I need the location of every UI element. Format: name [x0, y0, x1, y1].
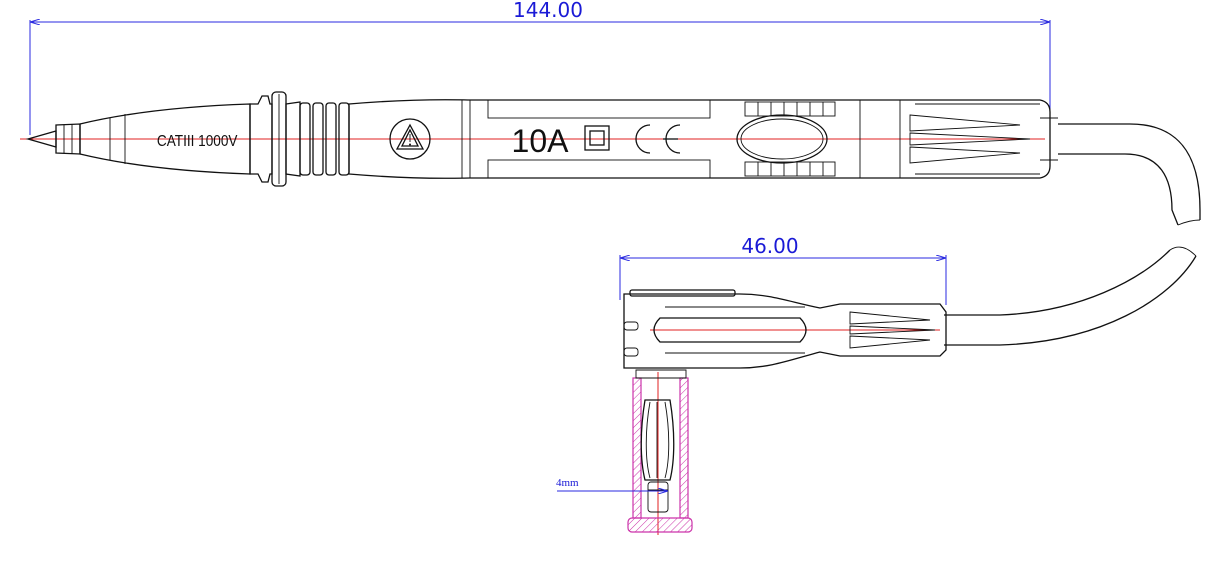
strain-relief-fins: [909, 103, 1040, 175]
overall-length-dimension: 144.00: [29, 0, 1051, 135]
probe-handle: [348, 99, 1051, 179]
socket-section: [627, 369, 693, 535]
right-angle-connector: 4mm: [556, 289, 947, 535]
double-square-icon: [584, 125, 610, 151]
ce-mark-text: CE: [0, 0, 2, 1]
warning-triangle-icon: [389, 118, 431, 160]
socket-diameter-label: 4mm: [556, 477, 579, 489]
connector-width-dimension: 46.00: [619, 234, 947, 305]
connector-width-label: 46.00: [741, 234, 798, 258]
spring-contact: [640, 399, 675, 481]
grip-slots: [487, 99, 711, 179]
connector-slot: [653, 317, 807, 343]
ce-mark-icon: [635, 124, 681, 154]
current-rating-text: 10A: [512, 123, 570, 159]
overall-length-label: 144.00: [513, 0, 583, 22]
grip-ribs: [299, 102, 350, 176]
grip-oval: [736, 114, 828, 164]
test-probe: CATIII 1000V 10A: [0, 0, 1058, 187]
connector-fins: [849, 311, 936, 349]
socket-diameter-dimension: 4mm: [556, 477, 668, 491]
cable: [944, 123, 1201, 346]
grip-vents: [744, 101, 836, 177]
connector-body: [623, 293, 947, 369]
rating-text: CATIII 1000V: [157, 133, 238, 150]
